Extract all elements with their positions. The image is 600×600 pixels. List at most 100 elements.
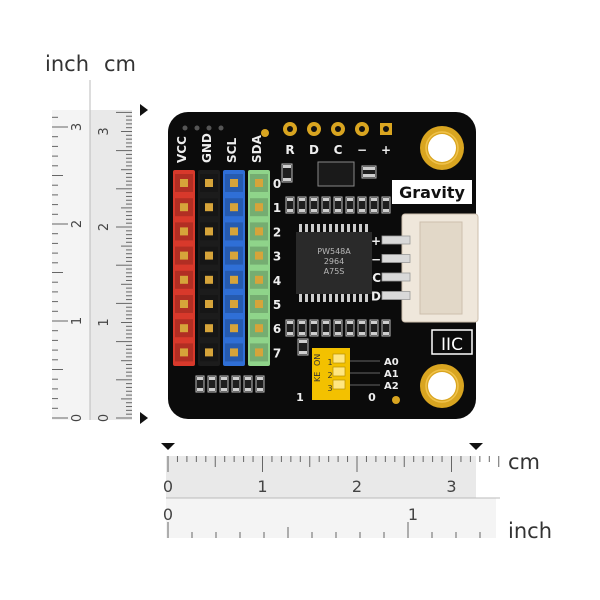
mux-chip-pin <box>359 224 362 232</box>
resistor-array <box>231 375 241 393</box>
small-via <box>182 125 188 131</box>
smd-cap <box>311 209 317 212</box>
smd-cap <box>233 377 239 380</box>
resistor-array <box>309 319 319 337</box>
resistor-array <box>321 196 331 214</box>
dip-switch-position-label: 2 <box>327 371 332 380</box>
smd-cap <box>311 321 317 324</box>
connector-pin-label: D <box>371 290 381 304</box>
smd-cap <box>311 332 317 335</box>
connector-pin <box>381 291 411 300</box>
mux-chip-pin <box>317 294 320 302</box>
pin-header-pin <box>180 179 188 187</box>
smd-cap <box>299 321 305 324</box>
smd-cap <box>347 332 353 335</box>
mux-chip-marking: 2964 <box>324 257 344 266</box>
smd-cap <box>299 351 307 354</box>
gravity-connector-inner <box>419 221 463 315</box>
unit-label-inch-bottom: inch <box>508 519 552 543</box>
smd-cap <box>299 198 305 201</box>
mux-chip-pin <box>335 294 338 302</box>
pin-header-pin <box>255 227 263 236</box>
mounting-hole <box>428 134 456 162</box>
channel-number: 5 <box>273 298 281 312</box>
mux-chip-pin <box>365 294 368 302</box>
pin-header-pin <box>180 300 188 308</box>
header-column-label: SDA <box>250 134 264 163</box>
smd-cap <box>363 174 375 177</box>
iic-label: IIC <box>441 335 463 355</box>
channel-number: 0 <box>273 177 281 191</box>
gravity-label: Gravity <box>399 183 465 202</box>
smd-cap <box>363 167 375 170</box>
mux-chip-marking: A75S <box>324 267 345 276</box>
resistor-array <box>357 196 367 214</box>
smd-cap <box>221 388 227 391</box>
pin-header-pin <box>230 324 238 333</box>
vertical-ruler-cm-label: 1 <box>97 318 112 326</box>
vertical-ruler-cm-label: 0 <box>97 414 112 422</box>
fiducial-pad <box>392 396 400 404</box>
dip-switch-position-label: 1 <box>327 358 332 367</box>
mux-chip-pin <box>329 294 332 302</box>
header-column-label: VCC <box>175 136 189 163</box>
vertical-ruler-cm-label: 3 <box>97 127 112 135</box>
pin-header-pin <box>255 348 263 357</box>
board-top-marker-arrow <box>140 104 148 116</box>
top-pin-hole <box>335 126 341 132</box>
horizontal-ruler-cm-strip <box>166 456 476 498</box>
pin-header-pin <box>255 324 263 333</box>
pin-header-pin <box>205 300 213 308</box>
dip-switch-lever <box>332 353 346 364</box>
smd-cap <box>287 332 293 335</box>
smd-cap <box>245 388 251 391</box>
mux-chip-pin <box>341 224 344 232</box>
mux-chip-pin <box>323 294 326 302</box>
smd-cap <box>359 321 365 324</box>
vertical-ruler-inch-label: 0 <box>70 414 85 422</box>
channel-number: 7 <box>273 346 281 360</box>
pin-header-column <box>173 170 195 366</box>
capacitor-component <box>297 338 309 356</box>
pin-header-pin <box>180 203 188 212</box>
header-column-label: GND <box>200 133 214 163</box>
top-pin-hole <box>287 126 293 132</box>
resistor-array <box>297 196 307 214</box>
mux-chip-pin <box>305 224 308 232</box>
smd-cap <box>257 377 263 380</box>
resistor-array <box>345 196 355 214</box>
resistor-array <box>285 319 295 337</box>
header-column-label: SCL <box>225 138 239 163</box>
top-pin-label: D <box>309 143 319 157</box>
channel-number: 4 <box>273 274 281 288</box>
channel-number: 1 <box>273 201 281 215</box>
board-left-marker-arrow <box>161 443 175 450</box>
smd-cap <box>383 332 389 335</box>
pin-header-pin <box>255 179 263 187</box>
resistor-array <box>285 196 295 214</box>
resistor-array <box>195 375 205 393</box>
dip-switch-ke-label: KE <box>313 372 322 382</box>
smd-cap <box>209 377 215 380</box>
mounting-hole-inner-ring <box>425 369 459 403</box>
led-component <box>281 163 293 183</box>
mux-chip-marking: PW548A <box>317 247 351 256</box>
top-pin-label: R <box>285 143 294 157</box>
channel-number: 3 <box>273 250 281 264</box>
dip-switch-on-label: ON <box>313 354 322 366</box>
pin-header-pin <box>230 179 238 187</box>
mux-chip-pin <box>347 224 350 232</box>
smd-cap <box>359 198 365 201</box>
smd-cap <box>335 321 341 324</box>
smd-cap <box>383 209 389 212</box>
mux-chip-pin <box>299 294 302 302</box>
resistor-array <box>207 375 217 393</box>
pin-header-pin <box>255 275 263 284</box>
mux-chip-pin <box>341 294 344 302</box>
mux-chip-pin <box>353 294 356 302</box>
pin-header-column <box>198 170 220 366</box>
smd-cap <box>299 209 305 212</box>
